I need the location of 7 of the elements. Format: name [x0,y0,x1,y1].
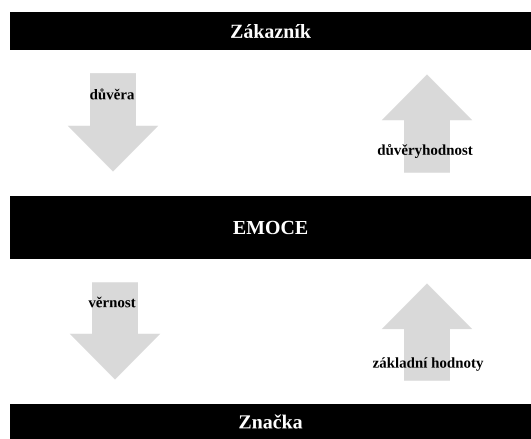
edge-label: věrnost [88,296,136,308]
title-band: Značka [10,404,531,439]
edge-label: důvěryhodnost [378,144,473,158]
edge-label: důvěra [90,88,134,100]
edge-label: základní hodnoty [372,357,484,371]
title-band: EMOCE [10,196,531,259]
title-band: Zákazník [10,12,531,50]
